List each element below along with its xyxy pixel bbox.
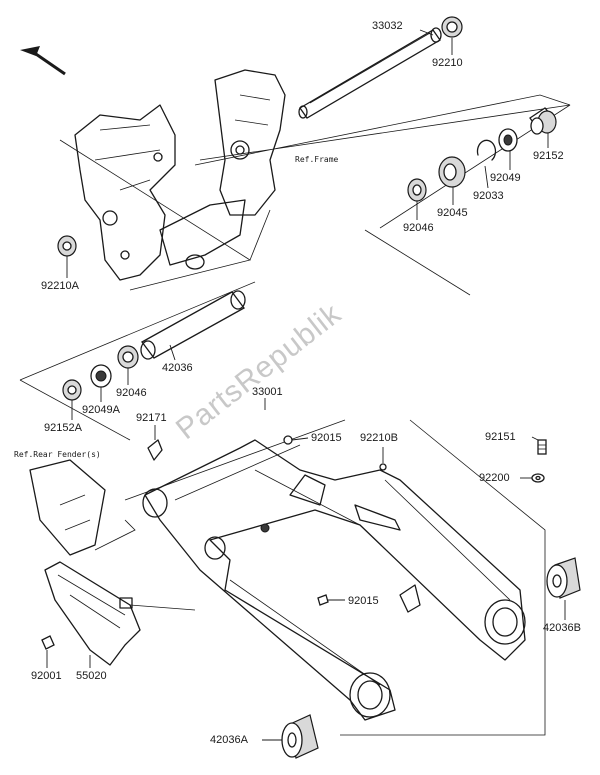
part-label[interactable]: 92049 [490,172,521,184]
collar-92152 [529,107,557,135]
bolt-92151 [537,439,547,455]
collar-92152a [62,379,82,401]
bolt-92015-lower [317,594,329,606]
center-bolt [260,523,270,533]
part-label[interactable]: 92033 [473,190,504,202]
part-label[interactable]: 92152 [533,150,564,162]
pivot-shaft [298,27,442,119]
part-label[interactable]: 55020 [76,670,107,682]
part-label[interactable]: 42036 [162,362,193,374]
nut-92210a [57,235,77,257]
part-label[interactable]: 92210A [41,280,79,292]
circlip-92033 [476,139,497,161]
sleeve-42036a [281,714,319,759]
part-label[interactable]: 33032 [372,20,403,32]
part-label[interactable]: 92001 [31,670,62,682]
part-label[interactable]: 92046 [116,387,147,399]
part-label[interactable]: 42036A [210,734,248,746]
seal-92049 [498,128,518,152]
needle-bearing-92046-lower [117,345,139,369]
needle-bearing-92046-upper [407,178,427,202]
part-label[interactable]: 92152A [44,422,82,434]
part-label[interactable]: 92200 [479,472,510,484]
rear-fender-reference-label: Ref.Rear Fender(s) [14,450,101,459]
front-arrow-icon [20,46,66,76]
part-label[interactable]: 92045 [437,207,468,219]
bolt-92001 [41,635,55,650]
part-label[interactable]: 92210 [432,57,463,69]
swing-arm-33001 [142,439,526,721]
washer-92200 [531,473,545,483]
bolt-92210b [379,463,387,471]
label-leaders [46,29,566,741]
clamp-92171 [147,439,163,461]
bearing-92045 [438,156,466,188]
part-label[interactable]: 42036B [543,622,581,634]
rear-fender-reference [29,459,106,556]
nut-92210 [441,16,463,38]
part-label[interactable]: 92046 [403,222,434,234]
part-label[interactable]: 33001 [252,386,283,398]
part-label[interactable]: 92049A [82,404,120,416]
part-label[interactable]: 92210B [360,432,398,444]
frame-reference-drawing [74,69,286,281]
bolt-92015-upper [283,435,293,445]
part-label[interactable]: 92015 [311,432,342,444]
sleeve-42036 [140,290,246,360]
sleeve-42036b [546,557,581,599]
part-label[interactable]: 92171 [136,412,167,424]
part-label[interactable]: 92151 [485,431,516,443]
frame-reference-label: Ref.Frame [295,155,339,164]
part-label[interactable]: 92015 [348,595,379,607]
seal-92049a [90,364,112,388]
chain-guard-55020 [44,561,141,666]
